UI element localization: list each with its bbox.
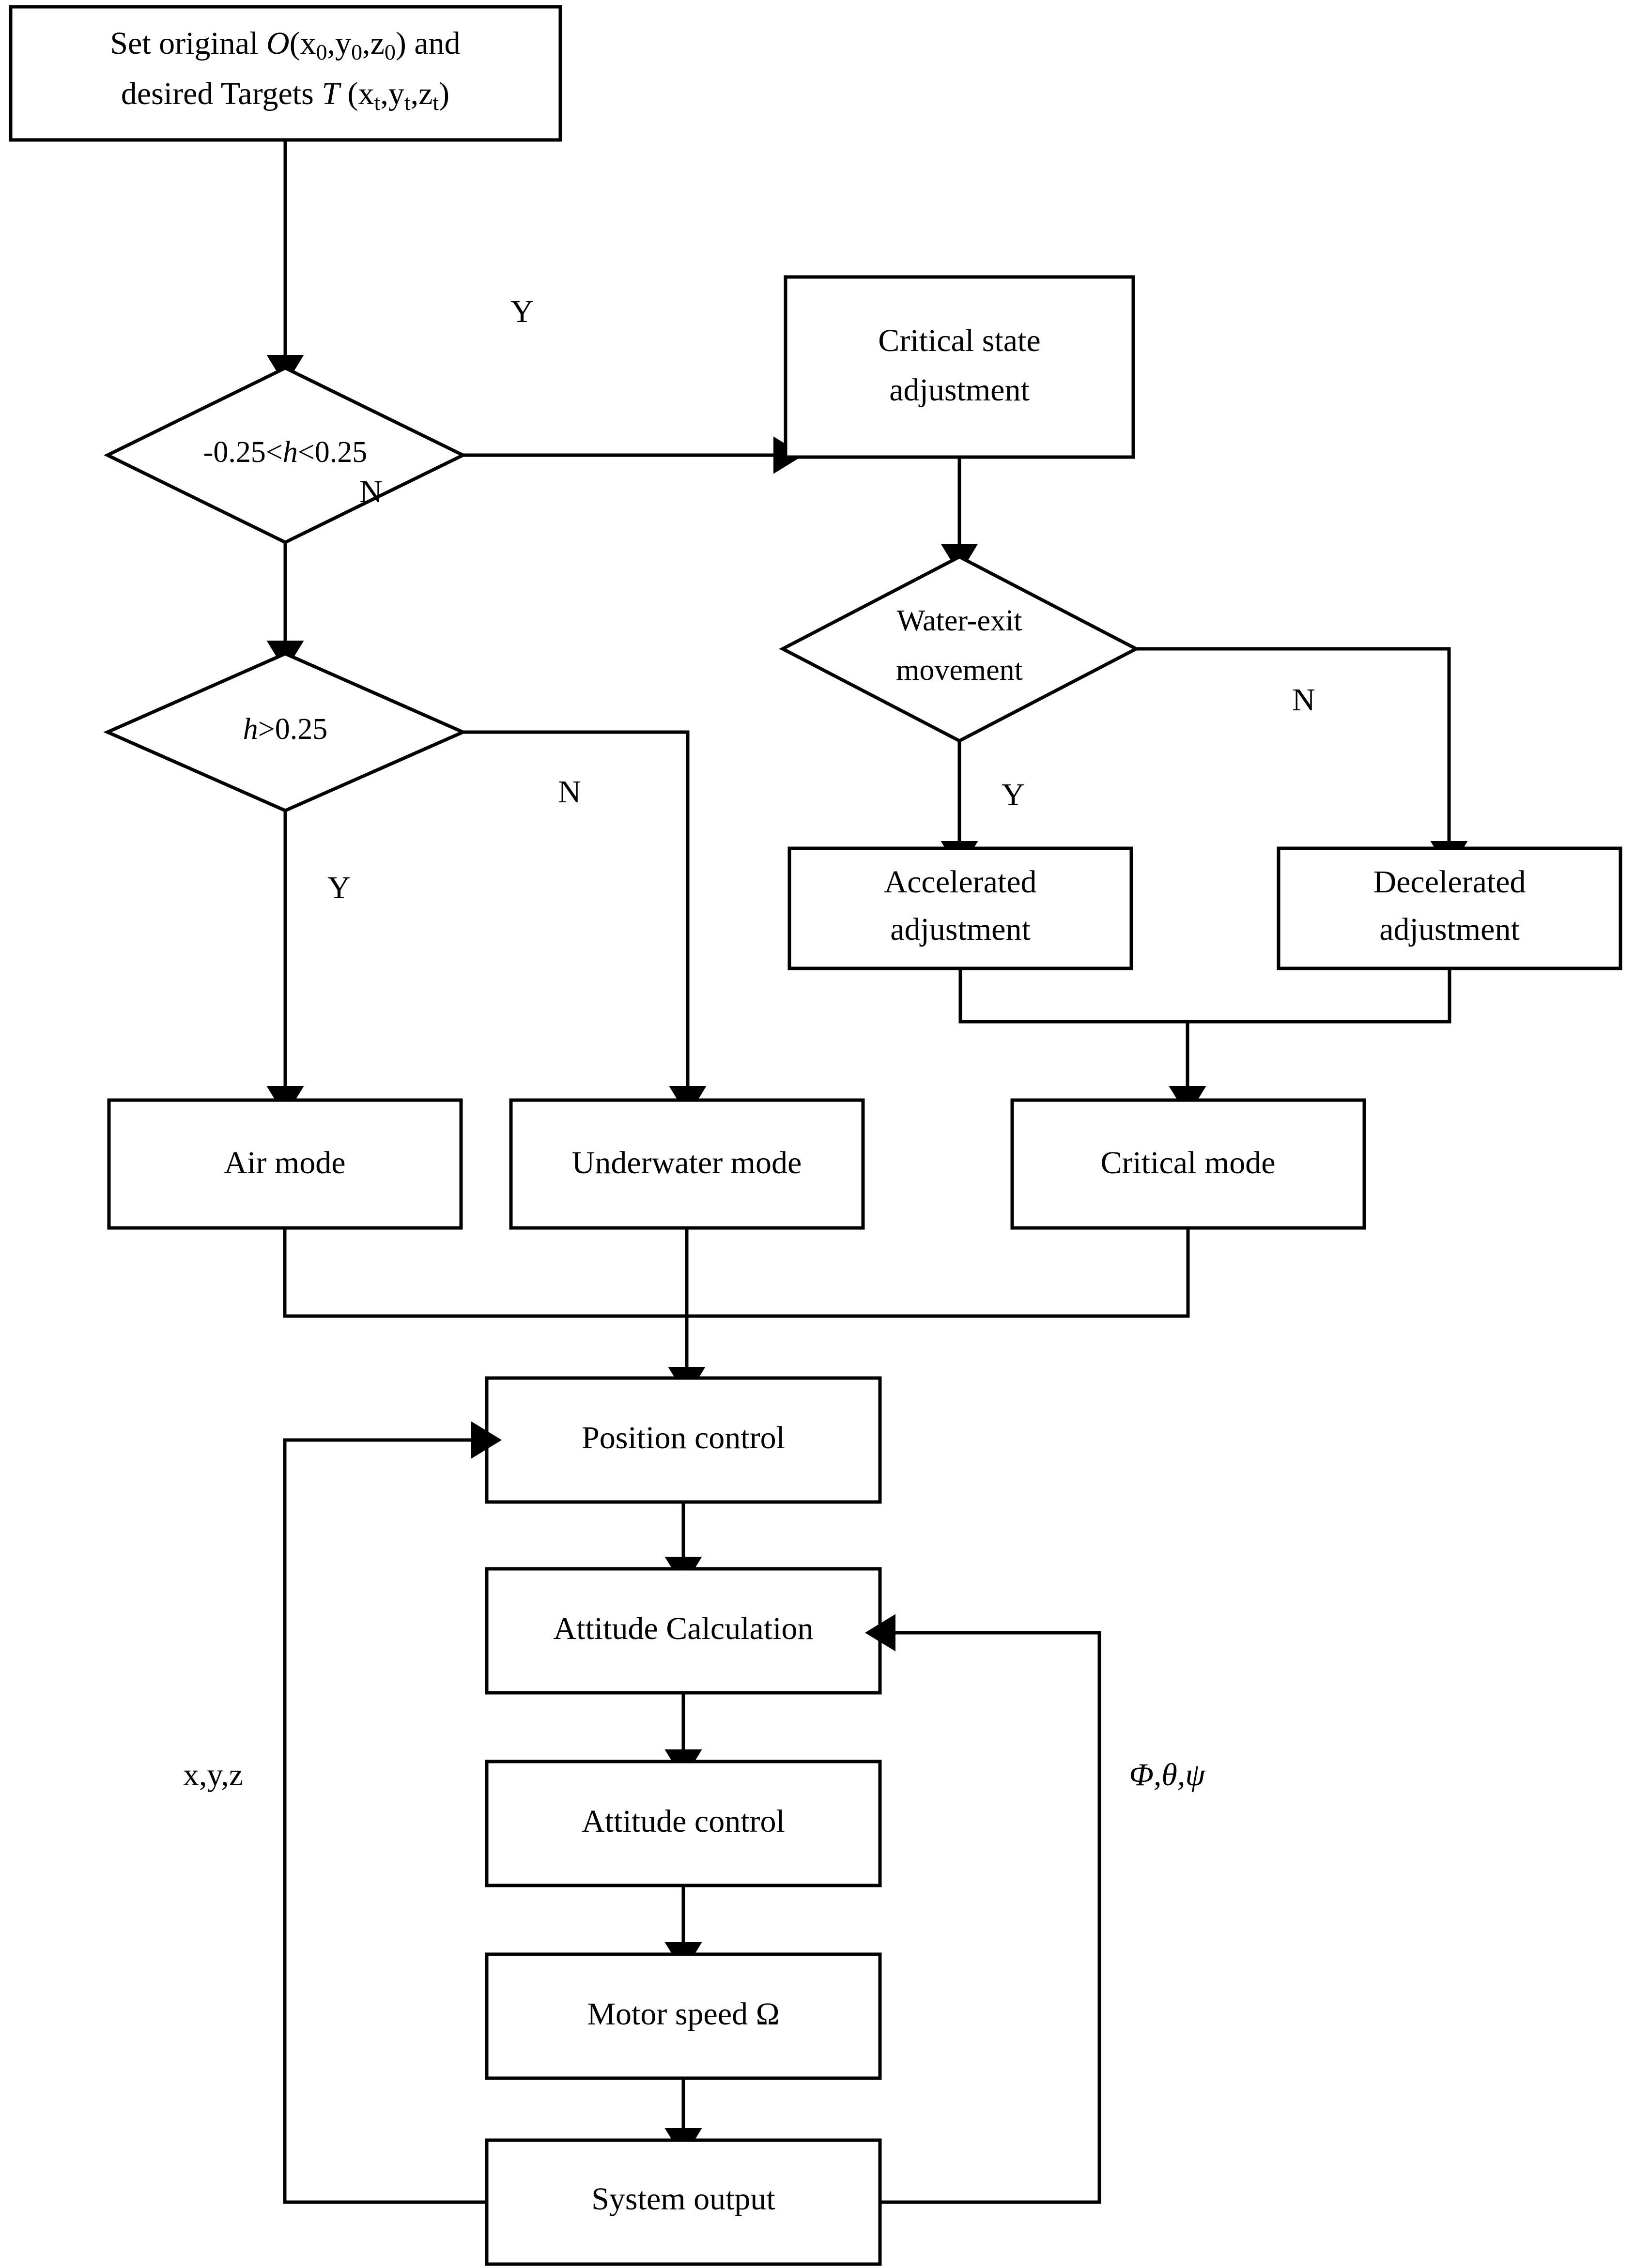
node-motor-speed: Motor speed Ω	[485, 1952, 882, 2080]
position-control-label: Position control	[582, 1420, 785, 1456]
node-accelerated-adjustment: Accelerated adjustment	[787, 846, 1133, 970]
node-critical-mode: Critical mode	[1010, 1098, 1366, 1230]
node-air-mode: Air mode	[107, 1098, 463, 1230]
label-above-no: N	[558, 774, 581, 810]
edge-waterexit-yes: Y	[941, 741, 1025, 872]
node-underwater-mode: Underwater mode	[509, 1098, 865, 1230]
edge-adjustments-to-critical-mode	[958, 968, 1451, 1117]
node-attitude-control: Attitude control	[485, 1760, 882, 1887]
label-waterexit-yes: Y	[1002, 777, 1025, 812]
edge-above-yes: Y	[266, 811, 351, 1117]
node-attitude-calculation: Attitude Calculation	[485, 1567, 882, 1695]
node-decision-above: h>0.25	[103, 652, 467, 812]
water-exit-line2: movement	[896, 654, 1023, 687]
edge-attitude-feedback: Φ,θ,ψ	[865, 1614, 1206, 2204]
edge-modes-to-position-control	[283, 1228, 1190, 1397]
label-band-yes: Y	[510, 294, 534, 329]
label-position-feedback: x,y,z	[183, 1757, 243, 1793]
start-line1: Set original O(x0,y0,z0) and	[110, 26, 460, 64]
attitude-control-label: Attitude control	[582, 1804, 785, 1839]
underwater-mode-label: Underwater mode	[572, 1145, 802, 1180]
node-system-output: System output	[485, 2138, 882, 2266]
critical-state-line2: adjustment	[889, 372, 1030, 408]
edge-waterexit-no: N	[1136, 647, 1468, 872]
system-output-label: System output	[591, 2181, 775, 2217]
decision-band-label: -0.25<h<0.25	[203, 436, 368, 469]
water-exit-line1: Water-exit	[897, 604, 1022, 637]
edge-position-feedback: x,y,z	[183, 1421, 502, 2204]
edge-band-no: N	[266, 474, 383, 671]
node-start: Set original O(x0,y0,z0) and desired Tar…	[9, 5, 562, 142]
decision-above-label: h>0.25	[243, 713, 327, 746]
air-mode-label: Air mode	[224, 1145, 345, 1180]
attitude-calculation-label: Attitude Calculation	[553, 1611, 813, 1646]
decelerated-line2: adjustment	[1379, 912, 1520, 947]
label-band-no: N	[359, 474, 383, 509]
node-decision-band: -0.25<h<0.25	[104, 366, 467, 544]
node-position-control: Position control	[485, 1376, 882, 1504]
node-water-exit: Water-exit movement	[779, 555, 1140, 743]
decelerated-line1: Decelerated	[1373, 864, 1526, 900]
edge-band-yes: Y	[463, 294, 804, 474]
start-line2: desired Targets T (xt,yt,zt)	[121, 76, 449, 114]
critical-state-line1: Critical state	[878, 323, 1040, 358]
node-decelerated-adjustment: Decelerated adjustment	[1277, 846, 1622, 970]
label-above-yes: Y	[327, 870, 351, 905]
edge-above-no: N	[463, 730, 707, 1117]
accelerated-line2: adjustment	[890, 912, 1031, 947]
critical-mode-label: Critical mode	[1100, 1145, 1275, 1180]
accelerated-line1: Accelerated	[884, 864, 1036, 900]
motor-speed-label: Motor speed Ω	[587, 1996, 779, 2032]
label-attitude-feedback: Φ,θ,ψ	[1129, 1757, 1206, 1793]
label-waterexit-no: N	[1292, 682, 1315, 718]
node-critical-state-adjustment: Critical state adjustment	[784, 275, 1135, 459]
